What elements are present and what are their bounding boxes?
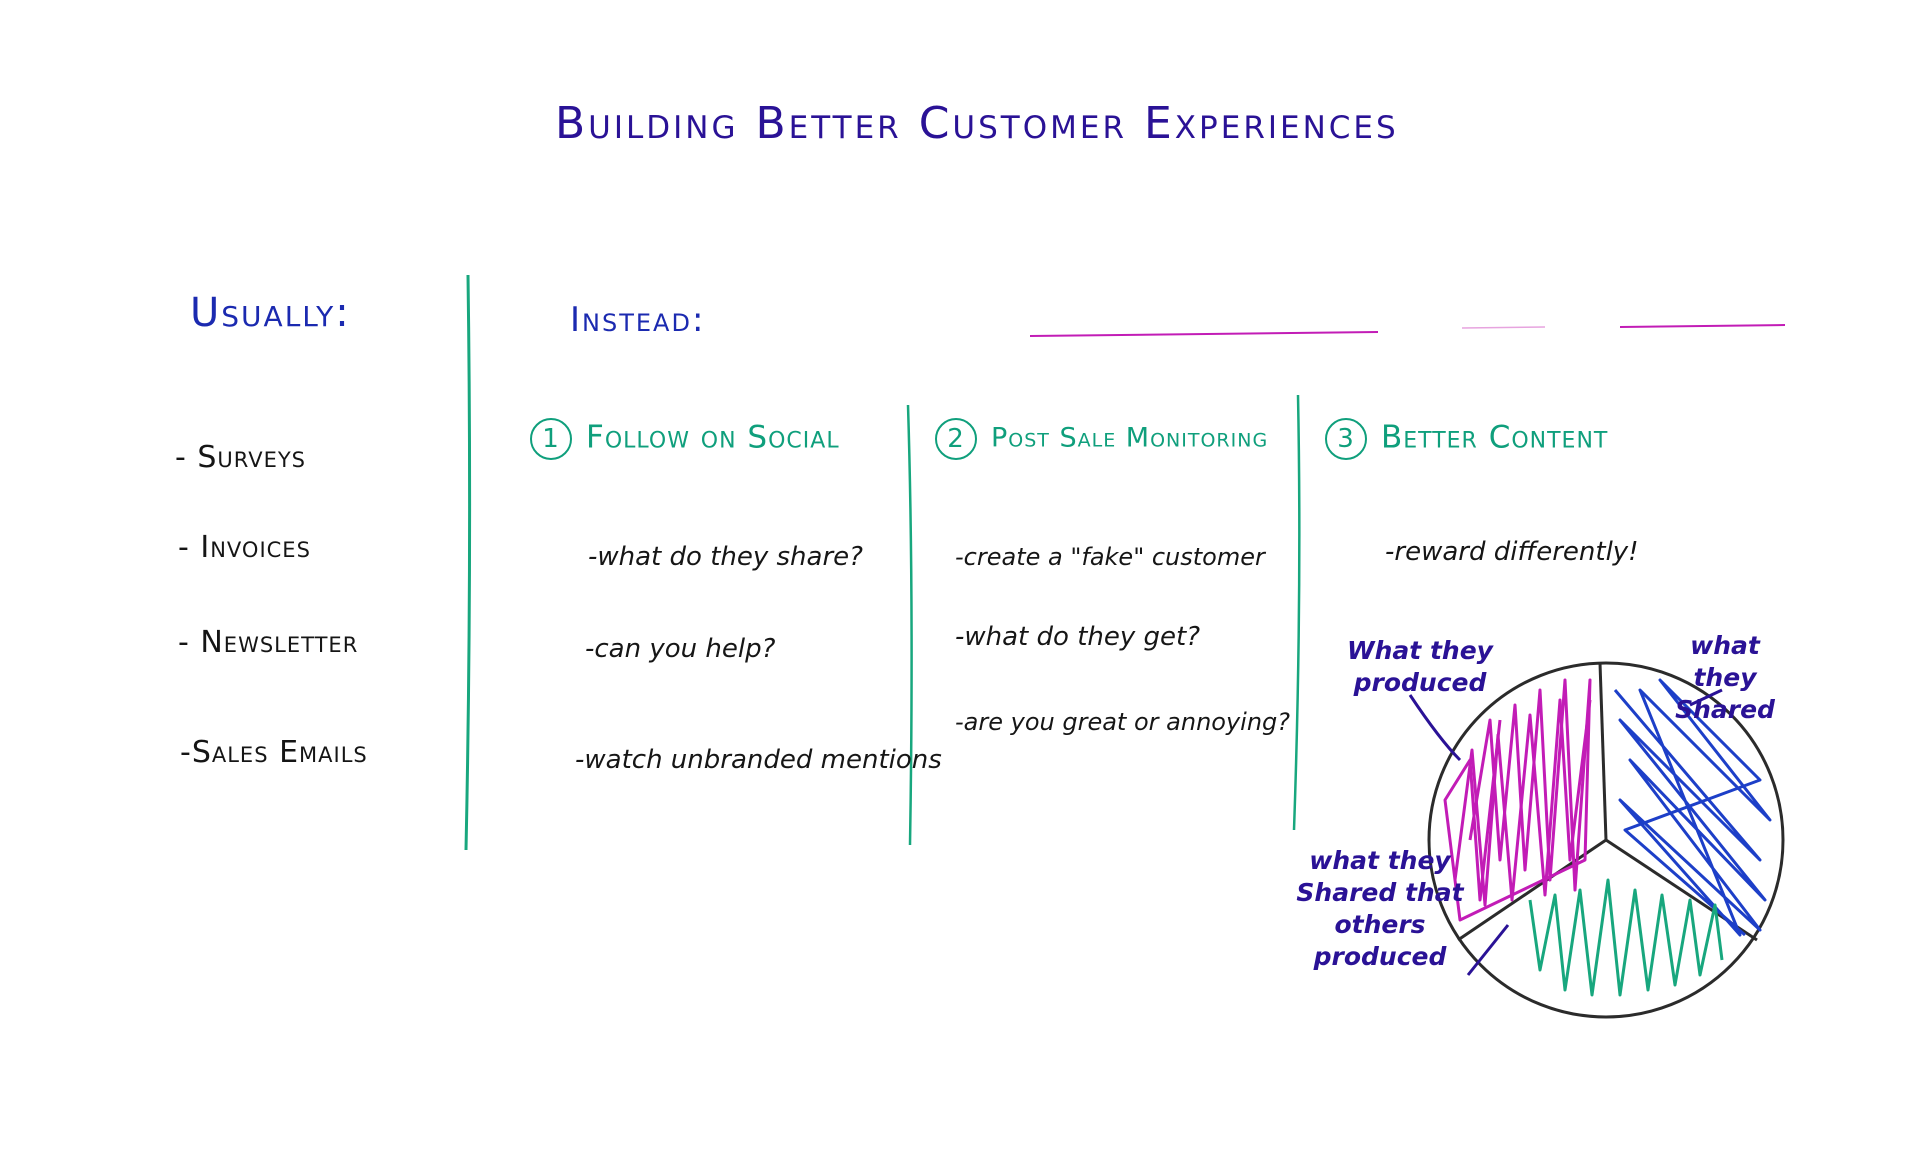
column-2-heading: 2 Post Sale Monitoring [935,418,1268,460]
column-2-bullet-1: -create a "fake" customer [955,543,1265,571]
usually-item-newsletter: - Newsletter [178,625,359,660]
column-1-bullet-3: -watch unbranded mentions [575,745,942,775]
column-divider-1 [906,404,913,846]
magenta-underline [1029,331,1379,337]
pie-segment-shared-others [1528,878,1724,997]
column-3-bullet-1: -reward differently! [1385,537,1639,567]
column-1-heading: 1 Follow on Social [530,418,840,460]
pie-divider-top [1598,662,1608,841]
instead-heading: Instead: [570,300,706,340]
content-pie-chart [1408,661,1785,1019]
pie-segment-produced [1443,678,1592,922]
magenta-underline-faint-1 [1461,326,1546,329]
column-2-bullet-2: -what do they get? [955,622,1201,652]
page-title: Building Better Customer Experiences [555,98,1399,149]
column-3-heading: 3 Better Content [1325,418,1608,460]
column-3-title: Better Content [1381,419,1609,456]
pie-divider-left [1457,838,1607,942]
usually-item-sales-emails: -Sales Emails [180,735,368,770]
column-divider-2 [1292,394,1301,831]
usually-item-surveys: - Surveys [175,440,307,475]
column-2-number: 2 [935,418,977,460]
pointer-shared-others [1466,924,1510,976]
pie-label-produced: What they produced [1347,636,1493,697]
pie-label-shared: what they Shared [1675,631,1775,724]
column-1-bullet-2: -can you help? [585,634,776,664]
pie-segment-shared [1613,678,1772,937]
pointer-shared [1689,688,1723,707]
usually-item-invoices: - Invoices [178,530,311,565]
pie-label-shared-others: what they Shared that others produced [1296,846,1464,971]
usually-heading: Usually: [190,290,351,336]
main-divider [464,274,472,851]
column-1-title: Follow on Social [586,419,840,456]
pie-outline [1427,661,1785,1019]
pointer-produced [1408,694,1462,762]
column-1-number: 1 [530,418,572,460]
magenta-underline-faint-2 [1619,324,1786,328]
column-1-bullet-1: -what do they share? [588,542,863,572]
column-2-title: Post Sale Monitoring [991,422,1269,454]
column-2-bullet-3: -are you great or annoying? [955,708,1291,736]
column-3-number: 3 [1325,418,1367,460]
